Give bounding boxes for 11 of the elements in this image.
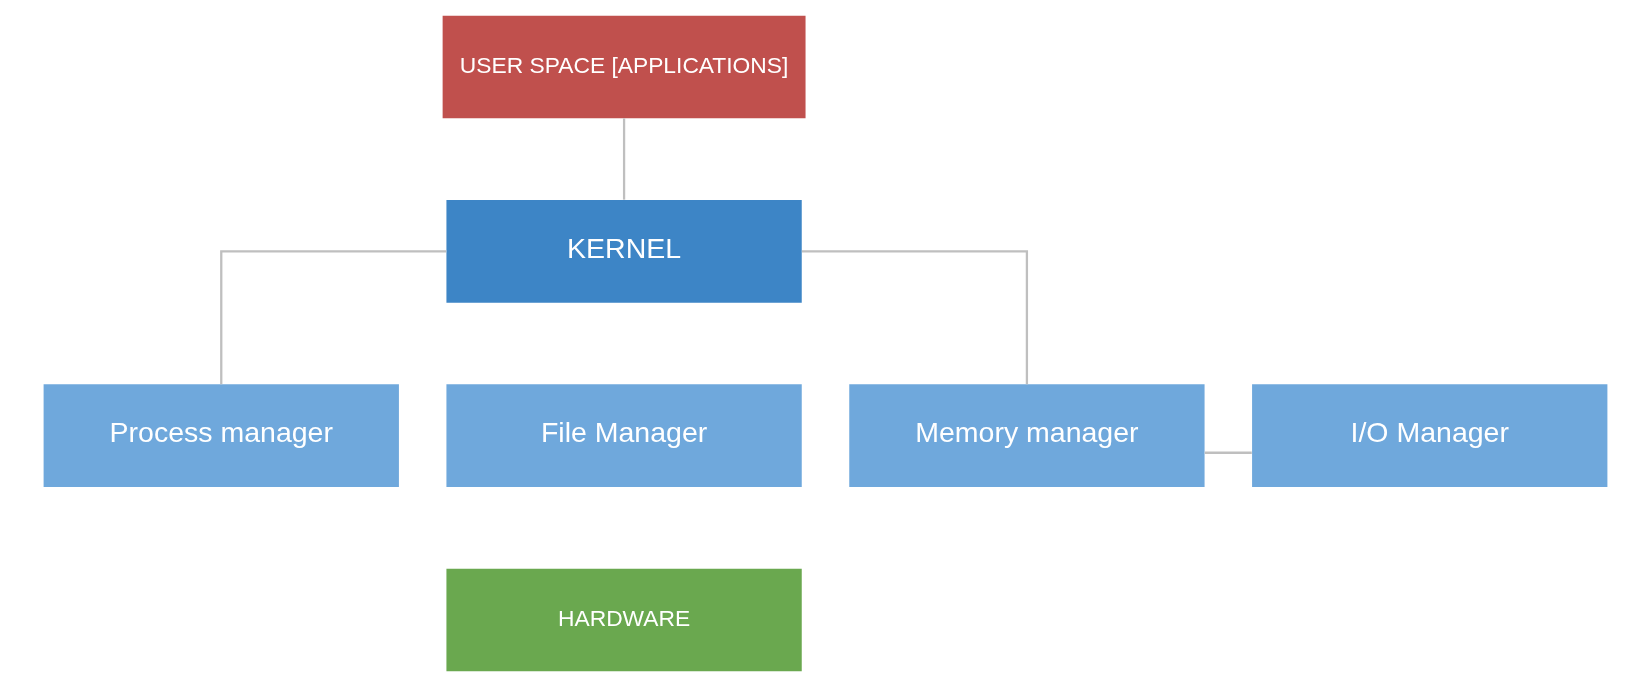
node-box: Memory manager: [848, 384, 1205, 487]
connector: [622, 118, 625, 200]
node-box: I/O Manager: [1251, 384, 1607, 487]
connector: [1204, 451, 1252, 454]
connector: [801, 250, 1028, 385]
node-box: File Manager: [445, 384, 802, 487]
node-box: HARDWARE: [445, 568, 802, 672]
connector: [219, 250, 446, 385]
node-box: KERNEL: [445, 200, 802, 303]
node-box: Process manager: [43, 384, 399, 487]
node-box: USER SPACE [APPLICATIONS]: [442, 15, 806, 119]
